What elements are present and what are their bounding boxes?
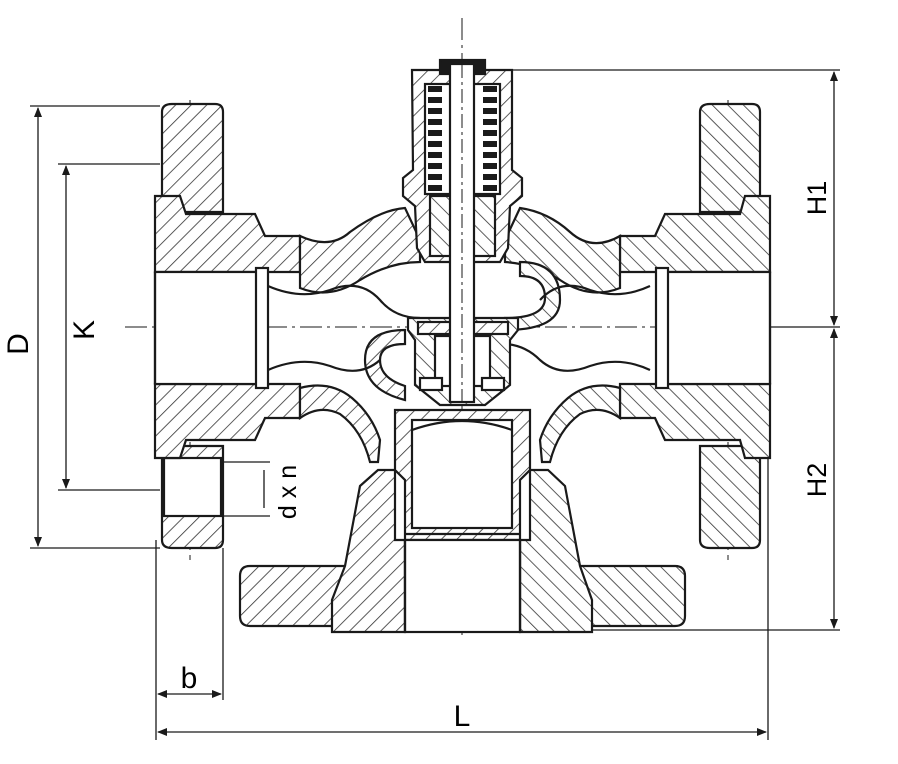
label-b: b <box>181 662 198 695</box>
valve-body <box>267 206 651 464</box>
right-flange <box>618 102 772 550</box>
label-L: L <box>454 700 471 733</box>
label-dxn: d x n <box>274 465 302 519</box>
label-H1: H1 <box>802 181 832 216</box>
valve-bonnet <box>401 58 524 404</box>
label-K: K <box>68 320 101 340</box>
dimension-labels: D K d x n H1 H2 b L <box>2 181 832 733</box>
label-D: D <box>2 333 35 355</box>
left-flange <box>153 102 302 550</box>
bottom-port <box>238 408 687 634</box>
spring-icon <box>428 86 497 191</box>
dimension-lines <box>30 69 840 740</box>
label-H2: H2 <box>802 463 832 498</box>
